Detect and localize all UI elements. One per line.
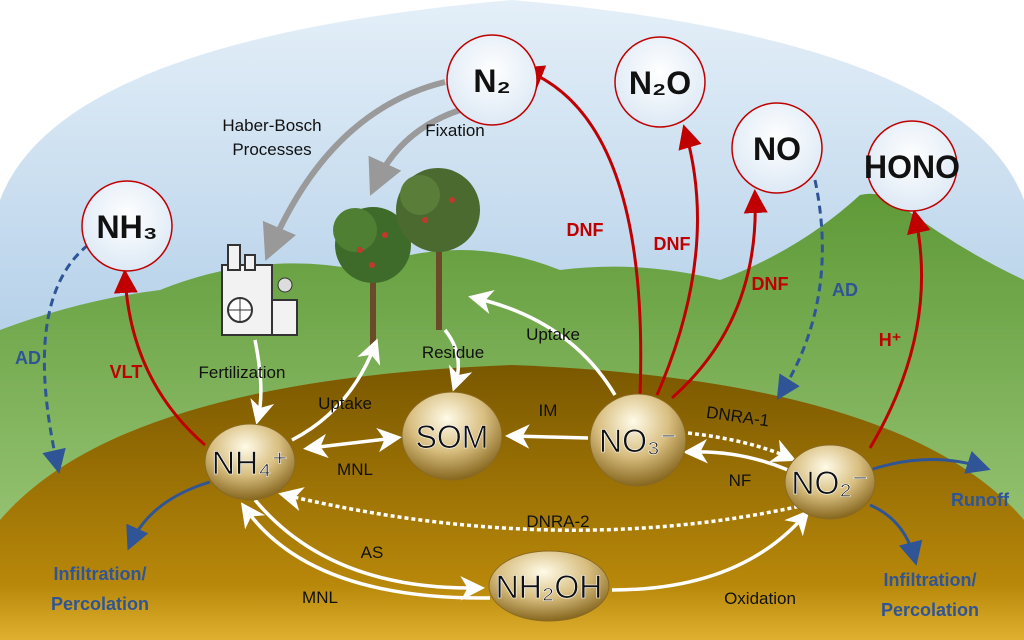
nf-arrow xyxy=(683,439,789,472)
fixation-label: Fixation xyxy=(425,121,485,140)
dnf-no-arrow xyxy=(671,189,768,400)
fertilization-label: Fertilization xyxy=(199,363,286,382)
hono-node xyxy=(866,120,958,212)
ad-left-label: AD xyxy=(15,348,41,368)
dnf-label-1: DNF xyxy=(567,220,604,240)
mnl-top-label: MNL xyxy=(337,460,373,479)
no3-label: NO₃⁻ xyxy=(599,423,677,459)
nh3-label: NH₃ xyxy=(96,209,157,245)
haber-bosch-arrow xyxy=(262,79,446,262)
uptake-right-label: Uptake xyxy=(526,325,580,344)
nh2oh-label: NH₂OH xyxy=(496,569,603,605)
n2-node xyxy=(446,34,538,126)
nh4-label: NH₄⁺ xyxy=(212,445,288,481)
no3-node xyxy=(589,393,687,487)
n2-label: N₂ xyxy=(473,63,510,99)
mnl-nh2oh-arrow xyxy=(240,502,491,600)
tree-icon xyxy=(333,207,411,350)
dnra1-arrow xyxy=(687,431,797,462)
as-label: AS xyxy=(361,543,384,562)
mnl-im-nh4-som-arrow xyxy=(303,427,402,459)
hono-arrow xyxy=(868,209,931,449)
h-plus-label: H⁺ xyxy=(879,330,902,350)
dnf-n2o-arrow xyxy=(655,124,702,396)
tree-icon xyxy=(396,168,480,330)
nf-label: NF xyxy=(729,471,752,490)
fertilization-arrow xyxy=(250,339,275,425)
vlt-arrow xyxy=(113,269,206,447)
residue-label: Residue xyxy=(422,343,484,362)
residue-arrow xyxy=(443,328,473,392)
dnf-label-3: DNF xyxy=(752,274,789,294)
oxidation-label: Oxidation xyxy=(724,589,796,608)
infiltration-right-label: Infiltration/ xyxy=(884,570,977,590)
hono-label: HONO xyxy=(864,149,960,185)
as-arrow xyxy=(253,498,485,601)
no-node xyxy=(731,102,823,194)
dnf-label-2: DNF xyxy=(654,234,691,254)
mnl-bottom-label: MNL xyxy=(302,588,338,607)
dnra2-arrow xyxy=(278,487,806,532)
n2o-label: N₂O xyxy=(629,65,691,101)
no2-node xyxy=(784,444,876,520)
percolation-right-label: Percolation xyxy=(881,600,979,620)
infiltration-left-label: Infiltration/ xyxy=(54,564,147,584)
runoff-label: Runoff xyxy=(951,490,1010,510)
fixation-arrow xyxy=(368,107,461,196)
oxidation-arrow xyxy=(611,509,810,592)
infiltration-left-arrow xyxy=(126,480,211,551)
infiltration-right-arrow xyxy=(869,503,923,566)
dnf-n2-arrow xyxy=(519,65,643,396)
uptake-left-label: Uptake xyxy=(318,394,372,413)
no-label: NO xyxy=(753,131,801,167)
som-label: SOM xyxy=(416,419,489,455)
vlt-label: VLT xyxy=(110,362,143,382)
no2-label: NO₂⁻ xyxy=(791,465,868,501)
uptake-no3-arrow xyxy=(468,290,617,396)
im-label: IM xyxy=(539,401,558,420)
ad-right-arrow xyxy=(776,179,824,401)
nh3-node xyxy=(81,180,173,272)
ad-left-arrow xyxy=(42,243,89,474)
nh4-node xyxy=(204,423,296,501)
factory-icon xyxy=(221,244,298,336)
im-arrow xyxy=(505,424,589,449)
som-node xyxy=(401,391,503,481)
runoff-arrow xyxy=(869,451,991,474)
nh2oh-node xyxy=(488,550,610,622)
dnra2-label: DNRA-2 xyxy=(526,512,589,531)
haber-bosch-label-2: Processes xyxy=(232,140,311,159)
percolation-left-label: Percolation xyxy=(51,594,149,614)
n2o-node xyxy=(614,36,706,128)
haber-bosch-label: Haber-Bosch xyxy=(222,116,321,135)
ad-right-label: AD xyxy=(832,280,858,300)
